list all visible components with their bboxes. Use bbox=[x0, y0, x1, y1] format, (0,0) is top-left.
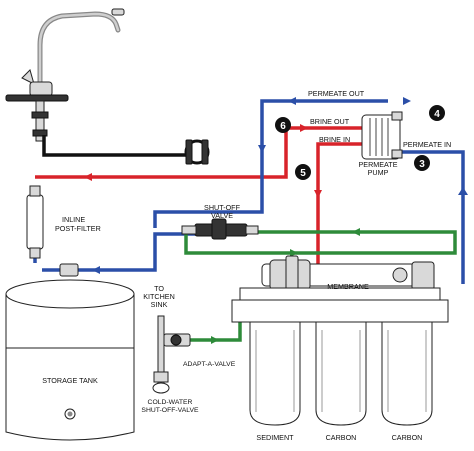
adapt-a-valve-icon bbox=[157, 315, 191, 387]
label-kitchen-sink-1: TO bbox=[154, 284, 164, 293]
label-inline-postfilter-2: POST-FILTER bbox=[55, 224, 101, 233]
badge-5-text: 5 bbox=[300, 168, 306, 179]
drain-saddle-icon bbox=[184, 139, 210, 165]
label-kitchen-sink-2: KITCHEN bbox=[143, 292, 175, 301]
label-carbon-1: CARBON bbox=[326, 433, 357, 442]
badge-5: 5 bbox=[295, 164, 311, 180]
label-shutoff-valve-1: SHUT-OFF bbox=[204, 203, 241, 212]
shutoff-valve-icon bbox=[181, 218, 259, 240]
label-storage-tank: STORAGE TANK bbox=[42, 376, 98, 385]
label-shutoff-valve-2: VALVE bbox=[211, 211, 233, 220]
label-cold-water-1: COLD-WATER bbox=[148, 399, 193, 406]
label-inline-postfilter-1: INLINE bbox=[62, 215, 85, 224]
label-kitchen-sink-3: SINK bbox=[151, 300, 168, 309]
badge-4: 4 bbox=[429, 105, 445, 121]
badge-3: 3 bbox=[414, 155, 430, 171]
filter-housing-icon bbox=[231, 287, 449, 426]
badge-3-text: 3 bbox=[419, 159, 425, 170]
green-inlet-line bbox=[190, 318, 242, 342]
label-adapt-a-valve: ADAPT-A-VALVE bbox=[183, 361, 236, 368]
cold-water-valve-icon bbox=[152, 371, 170, 394]
label-sediment: SEDIMENT bbox=[256, 433, 294, 442]
label-permeate-out: PERMEATE OUT bbox=[308, 89, 365, 98]
badge-6-text: 6 bbox=[280, 121, 286, 132]
label-brine-out: BRINE OUT bbox=[310, 117, 350, 126]
label-carbon-2: CARBON bbox=[392, 433, 423, 442]
label-permeate-pump-2: PUMP bbox=[368, 168, 389, 177]
label-permeate-pump-1: PERMEATE bbox=[358, 160, 397, 169]
faucet-icon bbox=[5, 8, 125, 142]
badge-6: 6 bbox=[275, 117, 291, 133]
badge-4-text: 4 bbox=[434, 109, 440, 120]
permeate-pump-icon bbox=[361, 111, 403, 160]
label-brine-in: BRINE IN bbox=[319, 135, 350, 144]
blue-permeate-in-line bbox=[400, 150, 465, 284]
label-permeate-in: PERMEATE IN bbox=[403, 140, 451, 149]
blue-permeate-out-line bbox=[153, 99, 388, 228]
membrane-housing-icon bbox=[261, 255, 435, 295]
black-drain-line bbox=[42, 135, 186, 157]
label-membrane: MEMBRANE bbox=[327, 282, 369, 291]
tank-fitting-icon bbox=[59, 263, 79, 277]
red-brine-out-line bbox=[35, 126, 362, 179]
green-feed-line bbox=[184, 230, 457, 255]
storage-tank-icon bbox=[5, 279, 135, 441]
postfilter-icon bbox=[26, 185, 44, 259]
label-cold-water-2: SHUT-OFF-VALVE bbox=[141, 407, 199, 414]
